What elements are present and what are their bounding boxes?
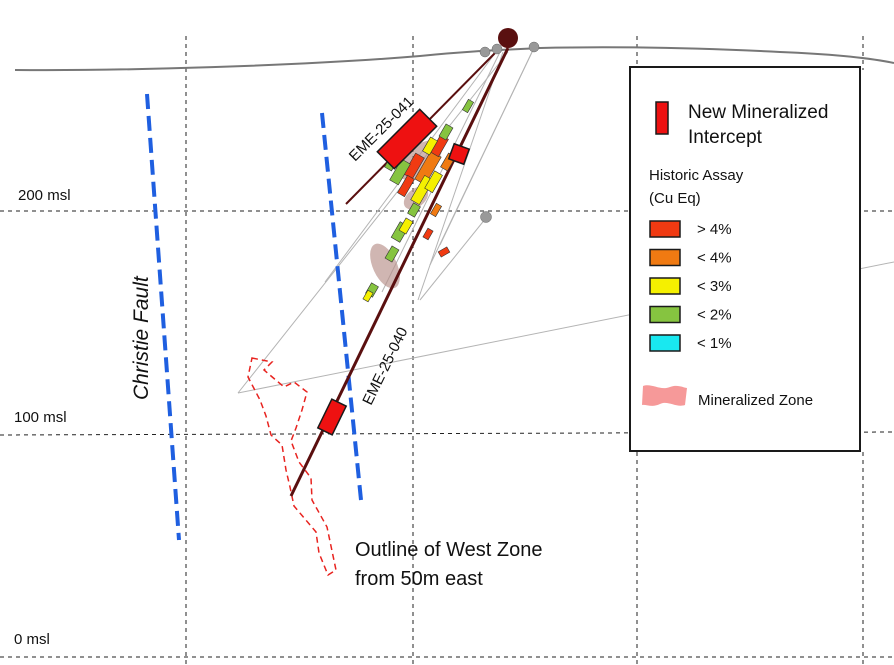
new-intercepts bbox=[316, 108, 471, 436]
legend-assay-swatch bbox=[649, 334, 681, 352]
west-zone-label-line2: from 50m east bbox=[355, 568, 483, 590]
legend-zone-label: Mineralized Zone bbox=[698, 392, 813, 409]
assay-cluster-middle bbox=[362, 217, 451, 303]
west-zone-label-line1: Outline of West Zone bbox=[355, 539, 543, 561]
legend-assay-label: < 4% bbox=[697, 250, 732, 267]
level-label-0: 0 msl bbox=[14, 631, 50, 648]
intercept-041-small bbox=[447, 142, 471, 166]
legend-assay-label: < 1% bbox=[697, 335, 732, 352]
christie-fault-lines bbox=[145, 93, 363, 541]
collar-markers bbox=[479, 28, 540, 223]
legend-assay-title-line1: Historic Assay bbox=[649, 167, 744, 184]
intercept-040 bbox=[316, 398, 348, 436]
legend-assay-label: < 3% bbox=[697, 278, 732, 295]
legend-assay-title-line2: (Cu Eq) bbox=[649, 190, 701, 207]
intercept-041-main bbox=[376, 108, 438, 170]
legend-assay-swatch bbox=[649, 220, 681, 238]
legend-new-intercept-swatch bbox=[655, 101, 669, 135]
level-label-200: 200 msl bbox=[18, 187, 71, 204]
legend-assay-label: < 2% bbox=[697, 307, 732, 324]
west-zone-outline bbox=[247, 357, 337, 577]
legend-zone-swatch bbox=[642, 385, 687, 406]
legend-new-intercept-line2: Intercept bbox=[688, 127, 763, 148]
legend-assay-swatch bbox=[649, 277, 681, 295]
legend-assay-items: > 4% < 4% < 3% < 2% < 1% bbox=[649, 220, 732, 352]
christie-fault-label: Christie Fault bbox=[130, 275, 153, 400]
level-label-100: 100 msl bbox=[14, 409, 67, 426]
legend-new-intercept-line1: New Mineralized bbox=[688, 102, 828, 123]
collar-dark bbox=[498, 28, 518, 48]
fault-line-west bbox=[145, 93, 181, 541]
legend-assay-swatch bbox=[649, 248, 681, 267]
legend: New Mineralized Intercept Historic Assay… bbox=[629, 66, 861, 452]
topography-line bbox=[14, 46, 894, 72]
fault-line-east bbox=[320, 112, 363, 501]
legend-assay-label: > 4% bbox=[697, 221, 732, 238]
legend-assay-swatch bbox=[649, 305, 681, 324]
